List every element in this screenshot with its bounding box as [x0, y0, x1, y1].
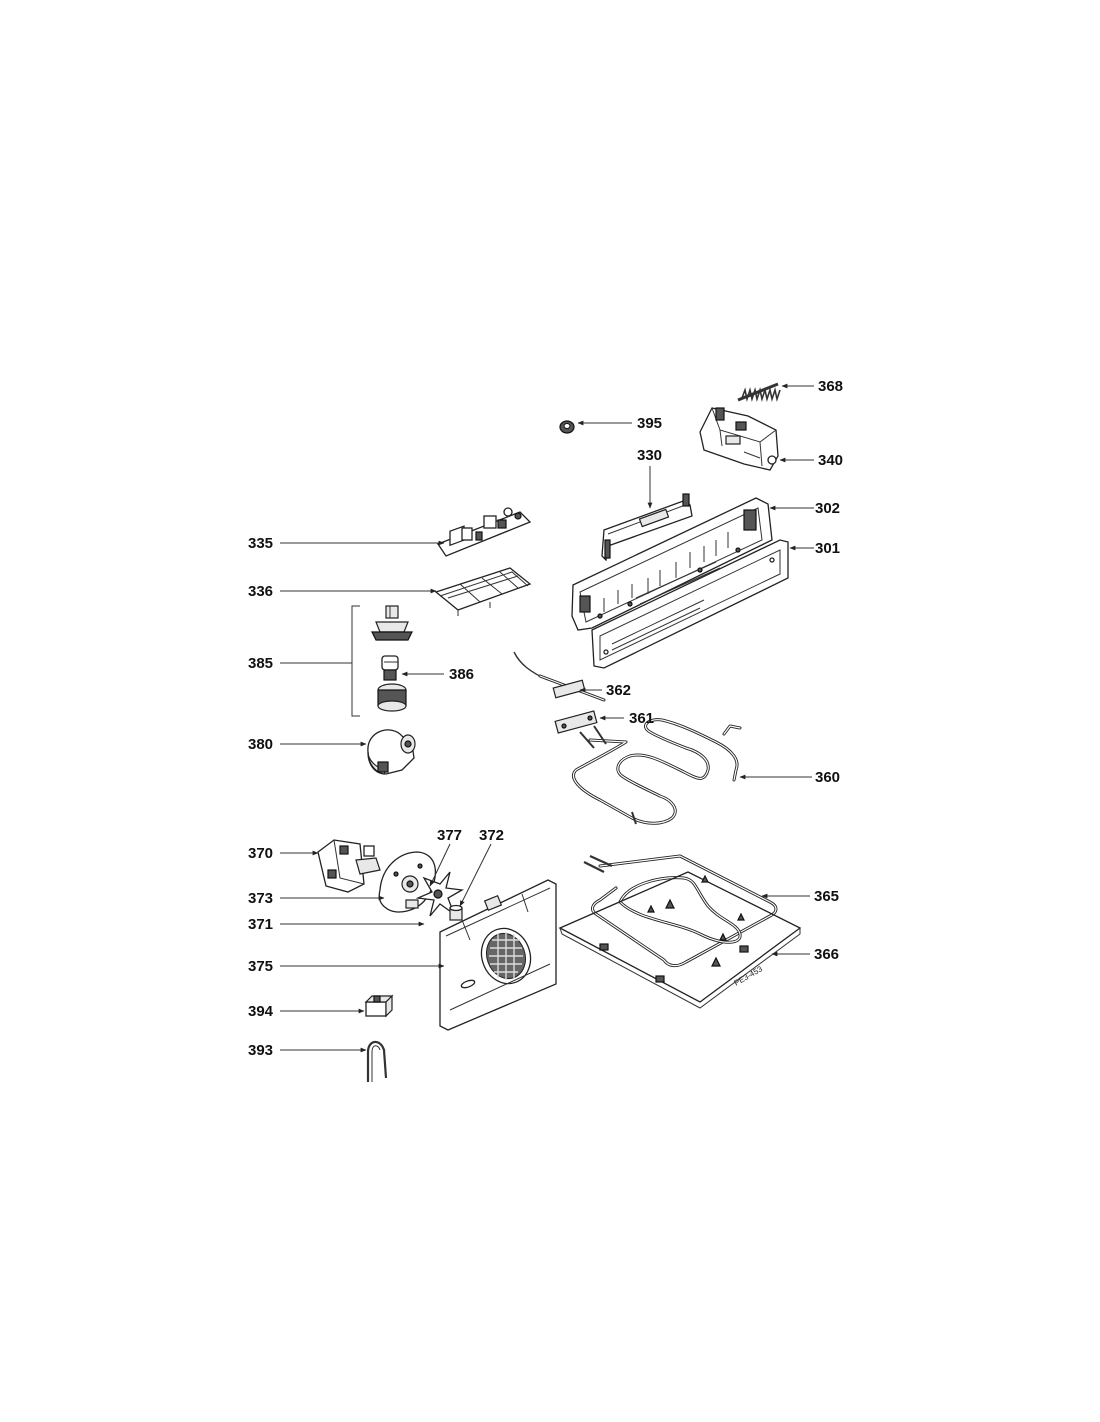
part-340-switch — [699, 407, 779, 471]
callout-330: 330 — [637, 447, 662, 464]
part-336-pcb-tray — [434, 567, 532, 616]
part-335-pcb — [437, 507, 532, 557]
part-386-bulb — [381, 655, 399, 681]
callout-371: 371 — [248, 916, 273, 933]
callout-395: 395 — [637, 415, 662, 432]
part-385-lamp-cover — [371, 605, 413, 641]
part-371-fan-blade — [415, 871, 465, 917]
callout-302: 302 — [815, 500, 840, 517]
callout-340: 340 — [818, 452, 843, 469]
fan-cover-vent-grille — [480, 927, 532, 985]
callout-377: 377 — [437, 827, 462, 844]
callout-393: 393 — [248, 1042, 273, 1059]
part-380-motor — [367, 729, 416, 775]
part-368-spring — [737, 382, 781, 402]
callout-368: 368 — [818, 378, 843, 395]
panel-302-slots — [597, 532, 741, 619]
part-302-control-panel — [571, 497, 773, 631]
callout-372: 372 — [479, 827, 504, 844]
part-330-control-bracket — [601, 493, 693, 562]
callout-365: 365 — [814, 888, 839, 905]
part-394-terminal-block — [364, 994, 394, 1018]
part-370-fan-motor — [317, 839, 381, 893]
part-362-sensor — [513, 651, 606, 702]
callout-labels: 368 395 330 340 302 301 335 336 385 386 … — [248, 378, 843, 1059]
callout-370: 370 — [248, 845, 273, 862]
callout-373: 373 — [248, 890, 273, 907]
part-366-floor-plate: PE3-453 — [558, 871, 802, 1009]
part-395-knob — [559, 420, 575, 434]
callout-394: 394 — [248, 1003, 274, 1020]
part-301-front-panel — [591, 539, 789, 669]
callout-336: 336 — [248, 583, 273, 600]
part-372-nut — [449, 904, 463, 921]
callout-366: 366 — [814, 946, 839, 963]
part-375-fan-cover — [439, 879, 557, 1031]
callout-386: 386 — [449, 666, 474, 683]
callout-385: 385 — [248, 655, 273, 672]
callout-380: 380 — [248, 736, 273, 753]
callout-301: 301 — [815, 540, 840, 557]
part-361-gasket — [554, 710, 598, 734]
part-385-lamp-holder — [377, 683, 407, 712]
callout-361: 361 — [629, 710, 654, 727]
callout-360: 360 — [815, 769, 840, 786]
leader-lines — [280, 383, 814, 1053]
part-385-group-bracket — [351, 605, 360, 717]
callout-362: 362 — [606, 682, 631, 699]
part-393-cable — [366, 1040, 388, 1082]
drawing-number: PE3-453 — [733, 964, 765, 988]
callout-375: 375 — [248, 958, 273, 975]
callout-335: 335 — [248, 535, 273, 552]
part-360-grill-element — [572, 718, 742, 825]
